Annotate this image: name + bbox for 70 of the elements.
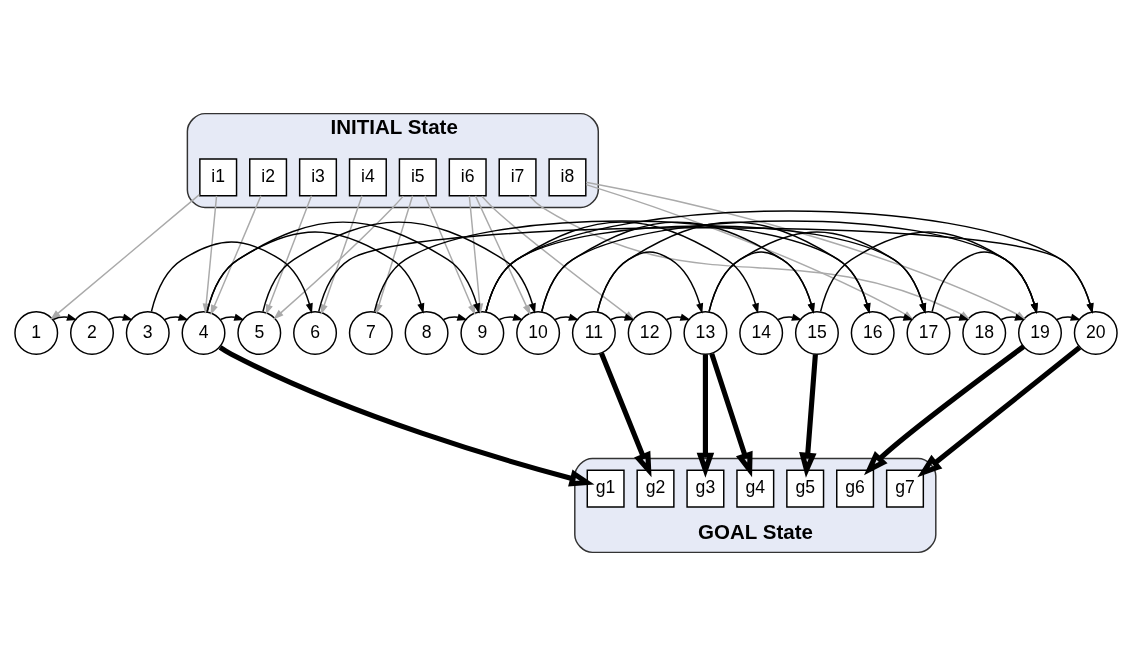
node-circle: 14: [739, 310, 784, 355]
arrow: [596, 220, 871, 314]
node-circle: 12: [627, 310, 672, 355]
arrow: [1056, 313, 1081, 321]
arrow: [210, 194, 262, 315]
arrow: [206, 220, 481, 314]
node-box: i8: [548, 157, 587, 197]
arrow: [709, 352, 753, 477]
node-circle: 18: [962, 310, 1007, 355]
arrow: [777, 313, 803, 321]
arrow: [819, 230, 1038, 314]
node-box: g3: [686, 468, 725, 508]
arrow: [610, 313, 635, 321]
arrow: [799, 353, 818, 478]
node-box: g6: [836, 468, 875, 508]
node-circle: 8: [404, 310, 449, 355]
node-circle: 13: [683, 310, 728, 355]
arrow: [265, 194, 313, 315]
node-circle: 16: [850, 310, 895, 355]
node-box: i4: [348, 157, 387, 197]
node-box: i3: [298, 157, 338, 197]
arrow: [944, 313, 970, 321]
node-box: g2: [636, 468, 675, 508]
arrow: [164, 313, 189, 321]
node-box: g5: [786, 468, 825, 508]
node-circle: 6: [293, 310, 338, 355]
arrow: [424, 194, 476, 315]
arrow: [320, 194, 363, 315]
arrow: [108, 313, 133, 321]
arrow: [150, 240, 313, 314]
arrow: [864, 344, 1026, 475]
node-circle: 19: [1018, 310, 1062, 355]
node-box: i1: [199, 157, 238, 197]
arrow: [1000, 313, 1026, 321]
node-box: i5: [398, 157, 437, 197]
arrow: [202, 194, 218, 314]
node-circle: 3: [125, 310, 170, 355]
node-box: g1: [586, 468, 625, 508]
arrow: [541, 219, 1038, 314]
arrow: [442, 313, 468, 321]
node-box: g7: [885, 468, 925, 508]
node-box: i7: [498, 157, 537, 197]
arrow: [375, 194, 414, 314]
arrow: [917, 344, 1082, 477]
node-circle: 17: [906, 310, 951, 355]
node-circle: 4: [181, 310, 226, 355]
arrow: [219, 313, 245, 321]
arrow: [708, 230, 927, 314]
arrow: [218, 344, 595, 487]
node-circle: 15: [794, 310, 839, 355]
arrow: [888, 313, 914, 321]
arrow: [485, 209, 1094, 314]
arrow: [696, 353, 715, 478]
arrow: [273, 194, 405, 319]
node-box: g4: [736, 468, 775, 508]
node-circle: 9: [460, 310, 505, 355]
arrow: [599, 351, 652, 477]
arrow: [931, 250, 1038, 314]
node-box: i6: [448, 157, 487, 197]
arrow: [665, 313, 691, 321]
node-circle: 11: [571, 310, 616, 355]
arrow: [50, 193, 201, 320]
arrow: [498, 313, 524, 321]
node-circle: 2: [70, 310, 114, 355]
node-circle: 7: [348, 310, 393, 355]
arrow: [52, 313, 78, 321]
node-circle: 10: [516, 310, 561, 355]
node-circle: 20: [1073, 310, 1118, 355]
node-box: i2: [249, 157, 288, 197]
arrow: [554, 313, 580, 321]
